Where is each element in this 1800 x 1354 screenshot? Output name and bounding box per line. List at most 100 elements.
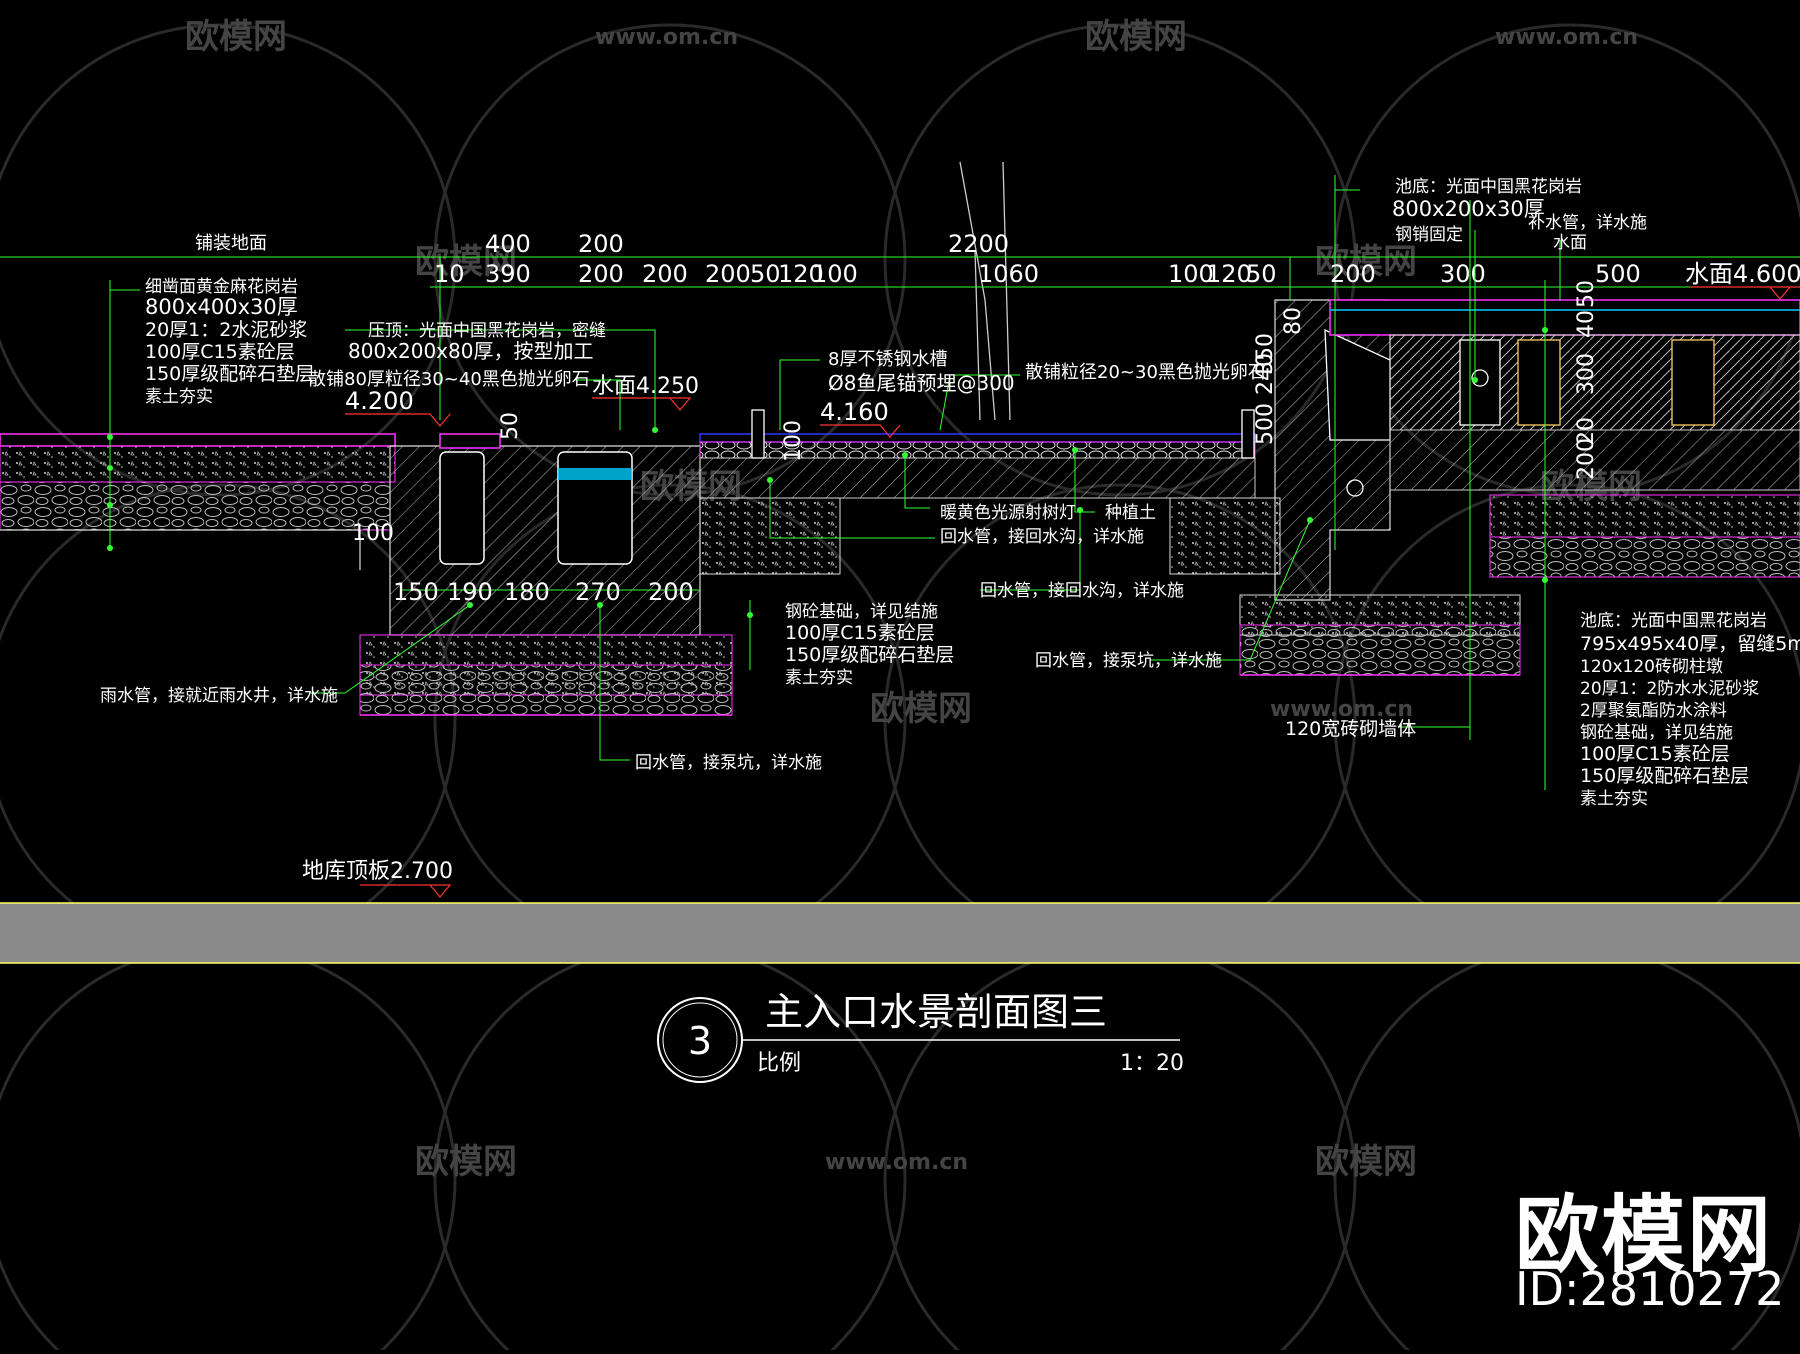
label-return-pump-right: 回水管，接泵坑，详水施	[1035, 651, 1222, 671]
label-right-layer: 2厚聚氨酯防水涂料	[1580, 701, 1727, 721]
left-paving-section	[0, 433, 396, 570]
label-right-layer: 100厚C15素砼层	[1580, 743, 1730, 765]
label-concrete-mid: 素土夯实	[785, 668, 853, 688]
label-pebble-left: 散铺80厚粒径30~40黑色抛光卵石	[308, 369, 590, 390]
label-right-layer: 素土夯实	[1580, 789, 1648, 809]
scale-value: 1：20	[1120, 1051, 1184, 1076]
dim-second: 200	[642, 260, 688, 288]
watermark-brand: 欧模网	[415, 1142, 517, 1182]
level-markers: 4.200 水面4.250 4.160 水面4.600 地库顶板2.700	[302, 260, 1800, 898]
dim-second: 120	[778, 260, 824, 288]
dim-second: 1060	[978, 260, 1039, 288]
watermark-brand: 欧模网	[1315, 1142, 1417, 1182]
dim-second: 10	[434, 260, 465, 288]
label-pebble-center: 散铺粒径20~30黑色抛光卵石	[1025, 362, 1266, 383]
level-left-paving: 4.200	[345, 387, 414, 415]
dim-vertical: 40	[1574, 310, 1599, 338]
label-concrete-mid: 钢砼基础，详见结施	[785, 602, 938, 622]
watermark-brand: 欧模网	[185, 17, 287, 57]
dim-vertical: 100	[781, 420, 806, 462]
watermark-url: www.om.cn	[825, 1150, 968, 1175]
dim-vertical: 20	[1574, 417, 1599, 445]
label-pool-bottom-top: 池底：光面中国黑花岗岩	[1395, 177, 1582, 197]
label-left-layer: 800x400x30厚	[145, 295, 298, 319]
label-left-layer: 150厚级配碎石垫层	[145, 363, 314, 385]
label-pool-bottom-top: 800x200x30厚	[1392, 197, 1545, 221]
label-left-layer: 100厚C15素砼层	[145, 341, 295, 363]
watermark-brand: 欧模网	[870, 689, 972, 729]
dim-second: 50	[750, 260, 781, 288]
dim-vertical: 240	[1253, 353, 1278, 395]
label-left-layer: 20厚1：2水泥砂浆	[145, 319, 307, 341]
drawing-number: 3	[688, 1019, 712, 1063]
label-pool-bottom-top: 钢销固定	[1395, 225, 1463, 245]
label-refill: 补水管，详水施	[1528, 213, 1647, 233]
label-refill: 水面	[1553, 233, 1587, 253]
label-concrete-mid: 150厚级配碎石垫层	[785, 644, 954, 666]
label-plant-soil: 种植土	[1105, 503, 1156, 523]
dim-second: 200	[705, 260, 751, 288]
level-water-right: 水面4.600	[1685, 260, 1800, 288]
watermark-brand: 欧模网	[1315, 242, 1417, 282]
watermark-brand: 欧模网	[1085, 17, 1187, 57]
label-right-layer: 795x495x40厚，留缝5mm	[1580, 633, 1800, 655]
annotation-labels: 铺装地面 细凿面黄金麻花岗岩 800x400x30厚 20厚1：2水泥砂浆 10…	[100, 177, 1800, 809]
dim-vertical: 100	[352, 521, 394, 546]
dim-vertical: 200	[1574, 438, 1599, 480]
dimension-text-row-second: 10 390 200 200 200 50 120 100 1060 100 1…	[434, 260, 1641, 288]
dim-second: 200	[1330, 260, 1376, 288]
dimension-text-vertical: 50 100 500 240 350 80 40 50 300 20 200 1…	[352, 280, 1599, 546]
dim-vertical: 50	[1574, 280, 1599, 308]
dim-vertical: 300	[1574, 353, 1599, 395]
label-return-pump-bottom: 回水管，接泵坑，详水施	[635, 753, 822, 773]
dim-bottom: 200	[648, 578, 694, 606]
watermark-brand: 欧模网	[415, 242, 517, 282]
label-gutter: Ø8鱼尾锚预埋@300	[828, 371, 1015, 395]
label-right-layer: 20厚1：2防水水泥砂浆	[1580, 679, 1759, 699]
left-channel-structure	[359, 433, 733, 716]
label-right-layer: 120x120砖砌柱墩	[1580, 657, 1723, 677]
label-light: 暖黄色光源射树灯	[940, 503, 1076, 523]
dim-top: 200	[578, 230, 624, 258]
title-block: 3 主入口水景剖面图三 比例 1：20	[657, 990, 1184, 1083]
dim-bottom: 150	[393, 578, 439, 606]
brand-id: ID:2810272	[1515, 1262, 1785, 1316]
brand-logo-text: 欧模网	[1515, 1186, 1774, 1284]
dim-vertical: 50	[498, 412, 523, 440]
drawing-title: 主入口水景剖面图三	[765, 990, 1107, 1034]
level-center: 4.160	[820, 398, 889, 426]
watermark-url: www.om.cn	[1270, 697, 1413, 722]
dim-bottom: 180	[504, 578, 550, 606]
dimension-lines	[0, 175, 1800, 790]
dim-second: 500	[1595, 260, 1641, 288]
watermark-url: www.om.cn	[595, 25, 738, 50]
dim-second: 200	[578, 260, 624, 288]
level-water-left: 水面4.250	[592, 374, 699, 399]
label-right-layer: 池底：光面中国黑花岗岩	[1580, 611, 1767, 631]
dim-second: 120	[1206, 260, 1252, 288]
label-coping: 压顶：光面中国黑花岗岩，密缝	[368, 321, 606, 341]
dim-second: 50	[1246, 260, 1277, 288]
dim-top: 2200	[948, 230, 1009, 258]
label-return-left: 回水管，接回水沟，详水施	[940, 527, 1144, 547]
tree-outline	[959, 161, 1011, 421]
center-pool	[699, 409, 1281, 575]
leader-lines	[110, 189, 1561, 761]
dim-second: 100	[812, 260, 858, 288]
label-return-mid: 回水管，接回水沟，详水施	[980, 581, 1184, 601]
label-gutter: 8厚不锈钢水槽	[828, 349, 947, 370]
dim-second: 100	[1168, 260, 1214, 288]
leader-dots	[107, 327, 1548, 618]
dim-vertical: 350	[1253, 333, 1278, 375]
label-right-layer: 钢砼基础，详见结施	[1580, 723, 1733, 743]
label-concrete-mid: 100厚C15素砼层	[785, 622, 935, 644]
label-coping: 800x200x80厚，按型加工	[348, 339, 593, 363]
dim-bottom: 270	[575, 578, 621, 606]
label-paving: 铺装地面	[195, 233, 267, 254]
right-pool-structure	[1239, 299, 1800, 676]
dim-top: 400	[485, 230, 531, 258]
level-basement: 地库顶板2.700	[302, 859, 453, 884]
label-right-layer: 150厚级配碎石垫层	[1580, 765, 1749, 787]
dim-vertical: 80	[1281, 307, 1306, 335]
